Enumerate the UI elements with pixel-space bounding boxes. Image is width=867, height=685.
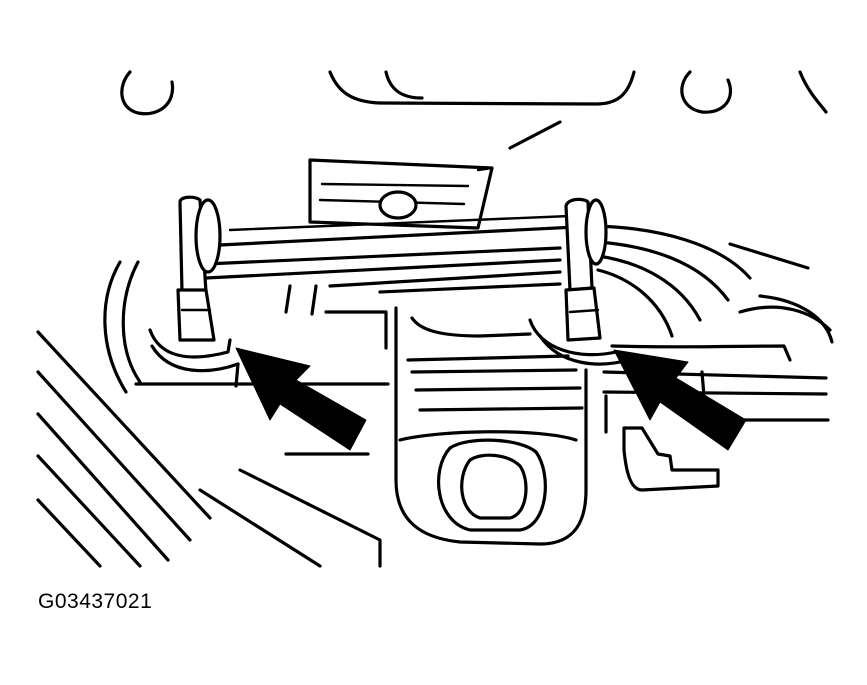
left-mounting-stud [148,195,240,373]
housing-port [436,438,547,532]
figure-id-label: G03437021 [38,590,153,613]
left-body-panel [36,260,382,568]
upper-housing-outline [120,70,828,150]
right-pointer-arrow [613,349,747,451]
wiring-harness-illustration [36,70,834,568]
wire-harness-bundle [198,214,834,344]
right-mounting-stud [528,197,630,366]
right-side-components [602,305,832,492]
mounting-bracket [308,158,494,230]
left-pointer-arrow [235,347,367,451]
